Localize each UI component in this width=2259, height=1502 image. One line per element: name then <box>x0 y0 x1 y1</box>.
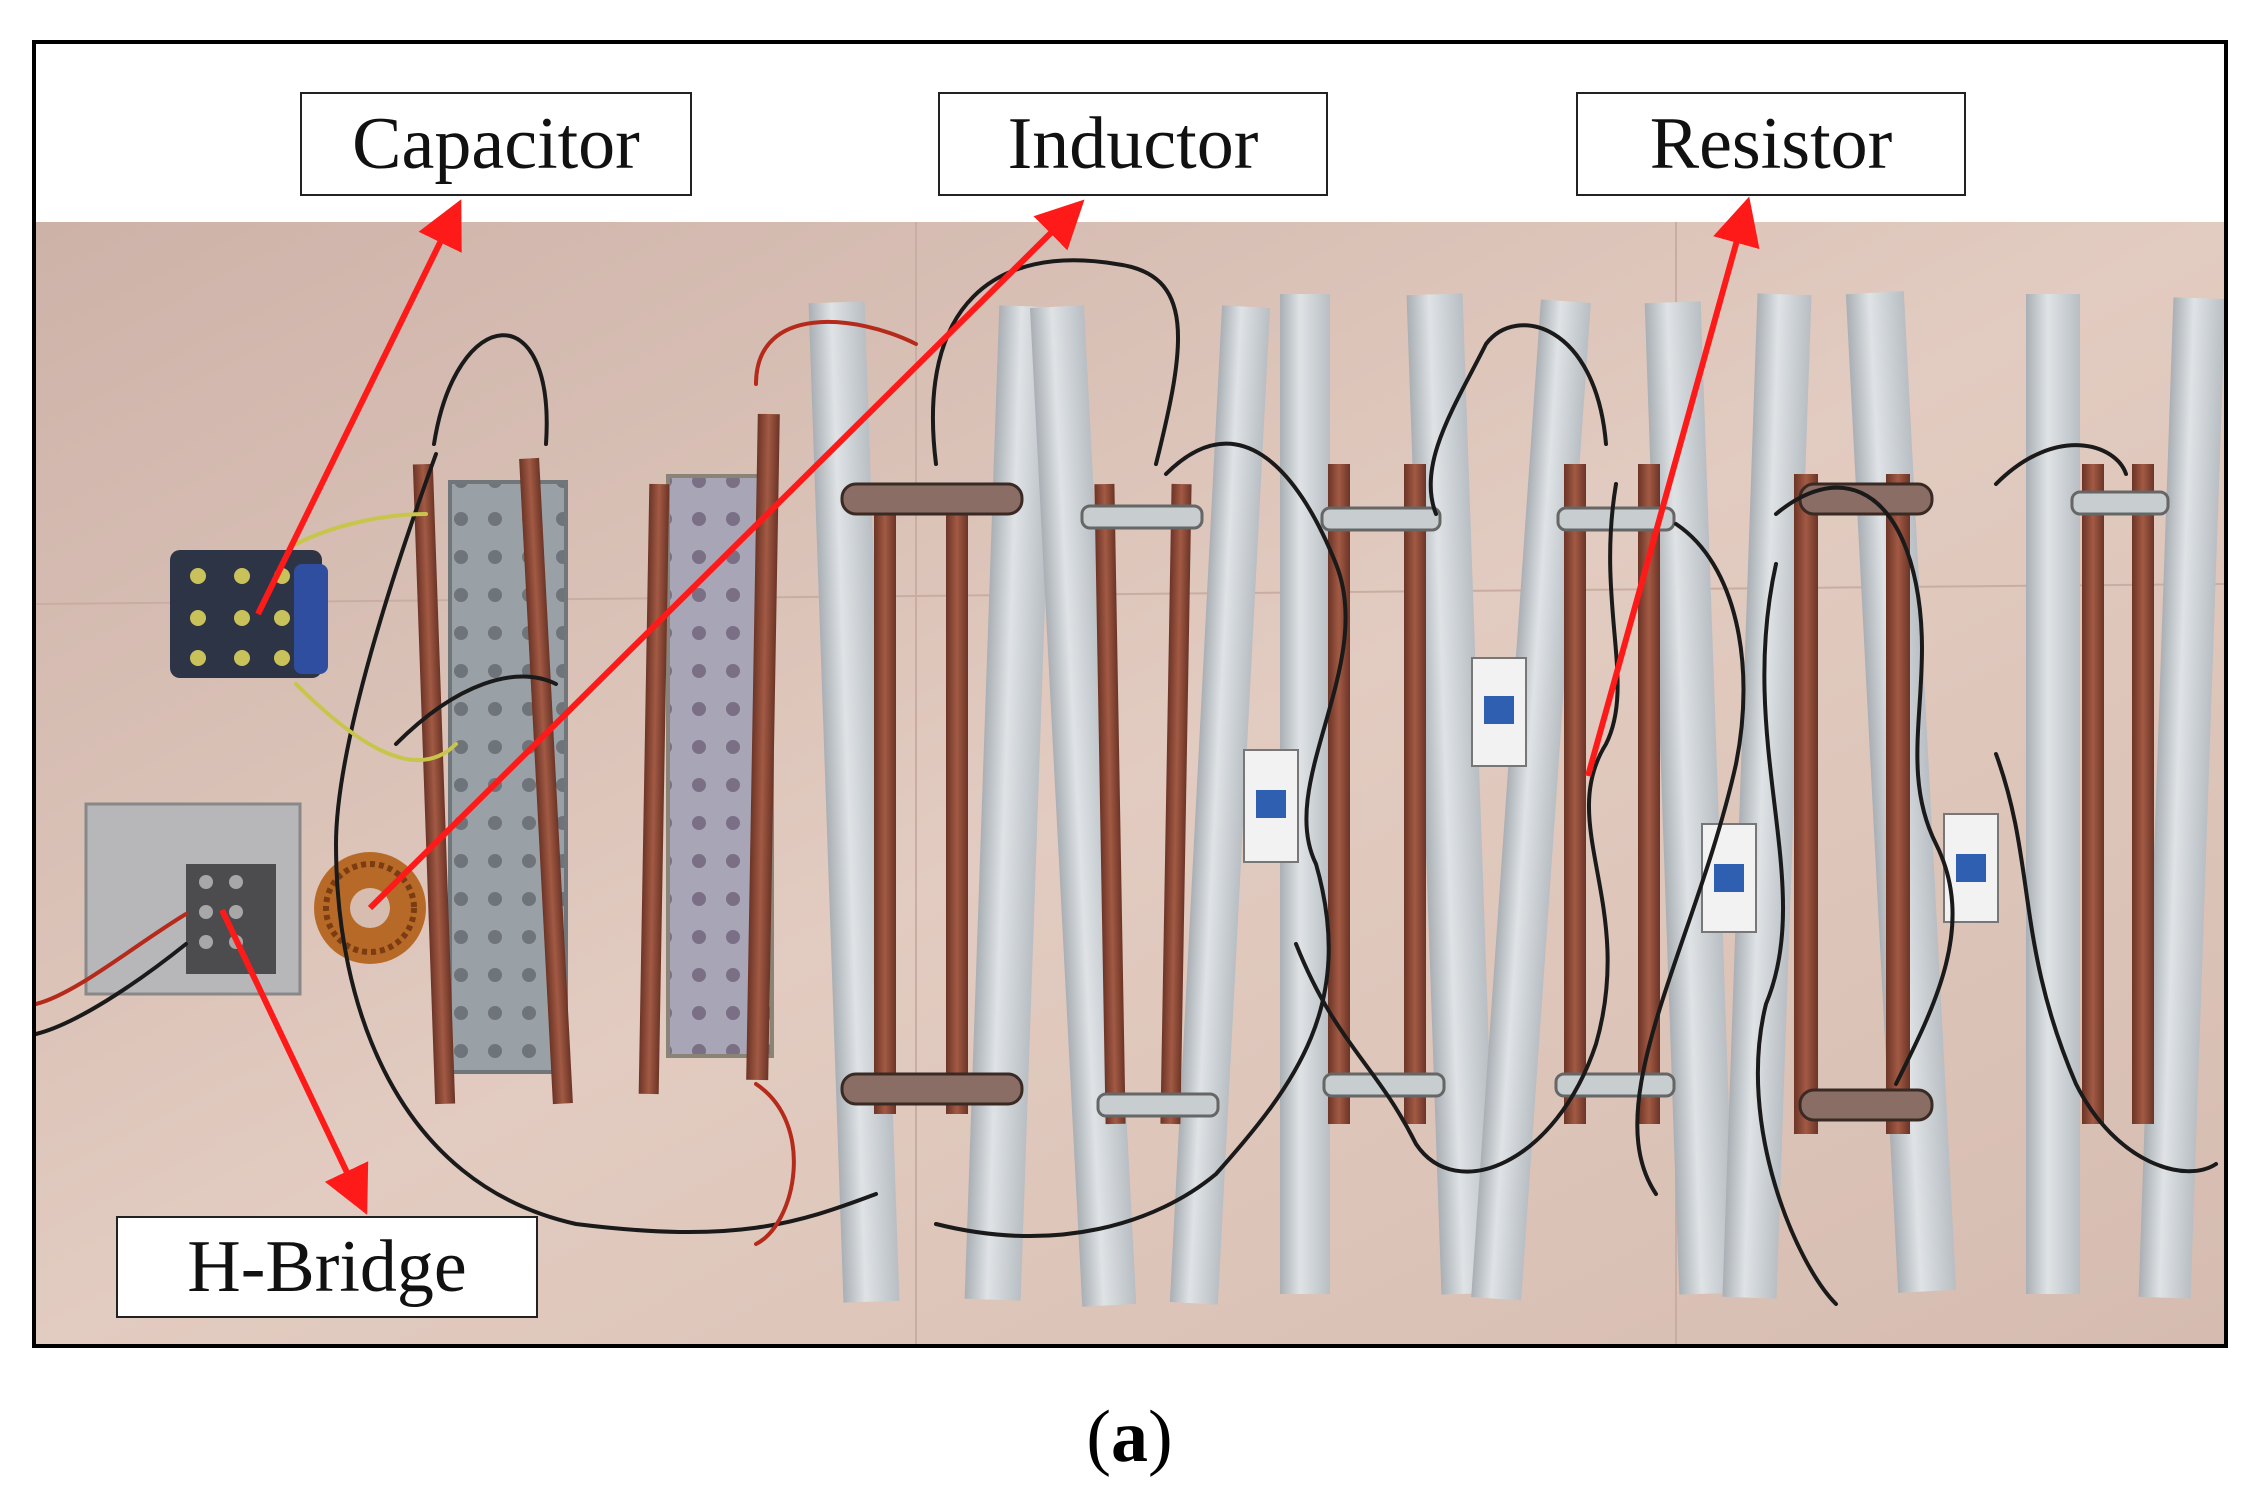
circuit-breaker-icon <box>1243 657 1999 933</box>
steel-rails <box>808 291 2224 1307</box>
h-bridge-heatsink <box>84 802 302 996</box>
red-arrow-icon <box>219 196 1760 1215</box>
caption-open: ( <box>1086 1396 1111 1478</box>
wiring <box>36 258 2218 1306</box>
capacitor-label: Capacitor <box>300 92 692 196</box>
figure-frame: Capacitor Inductor Resistor H-Bridge <box>32 40 2228 1348</box>
resistor-label: Resistor <box>1576 92 1966 196</box>
caption-letter: a <box>1111 1396 1148 1478</box>
test-bench-photo <box>36 196 2224 1344</box>
figure-caption: (a) <box>0 1395 2259 1480</box>
capacitor-block <box>170 550 328 678</box>
inductor-label: Inductor <box>938 92 1328 196</box>
caption-close: ) <box>1148 1396 1173 1478</box>
tube-clamps <box>840 482 1934 1122</box>
h-bridge-label: H-Bridge <box>116 1216 538 1318</box>
